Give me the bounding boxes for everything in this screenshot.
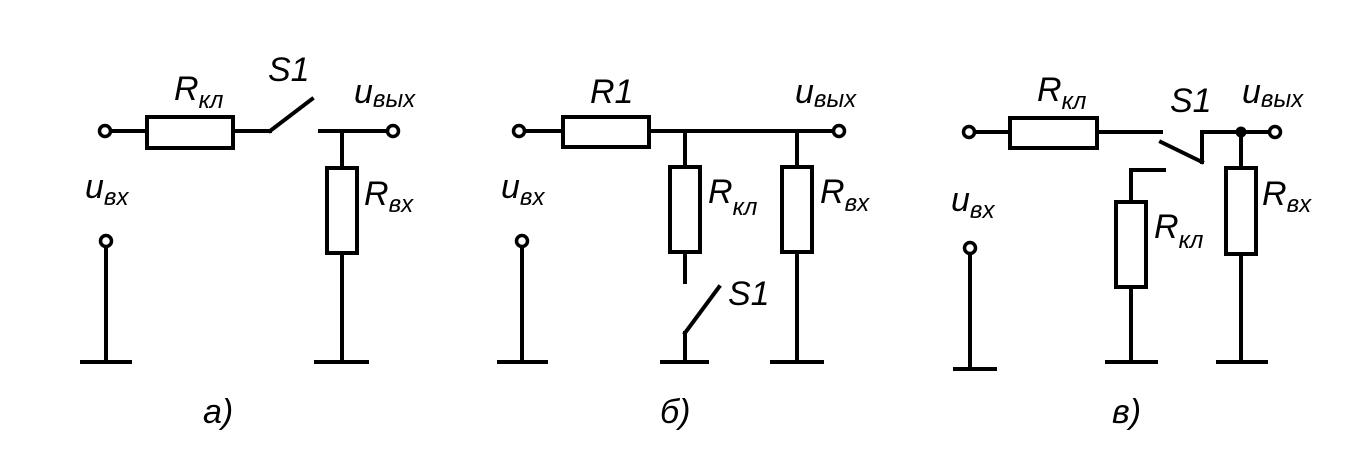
output-terminal [385,123,401,139]
label-u-vh: uвх [85,168,129,211]
input-common-terminal [98,233,114,249]
caption-b: б) [660,393,690,431]
label-u-vyh: uвых [354,73,416,113]
label-u-vyh: uвых [795,73,857,113]
label-r1: R1 [590,73,633,111]
circuit-b: R1 uвых Rкл Rвх S1 uвх б) [497,73,870,431]
output-terminal [1267,124,1283,140]
label-r-kl: Rкл [708,173,758,221]
switch-s1 [267,96,315,134]
resistor-r-vh [325,166,359,255]
label-s1: S1 [1170,82,1212,120]
label-r-vh: Rвх [820,173,870,217]
input-terminal [511,123,527,139]
circuit-a: Rкл S1 uвых Rвх uвх а) [80,51,416,431]
resistor-r-kl-branch [1114,200,1148,289]
circuit-v: Rкл S1 uвых Rкл Rвх uвх в) [951,71,1312,431]
label-u-vh: uвх [951,181,995,224]
label-r-kl: Rкл [1037,71,1087,115]
resistor-r-vh [780,165,814,254]
resistor-r1 [561,115,651,149]
caption-v: в) [1112,393,1141,431]
resistor-r-vh [1224,166,1258,256]
label-u-vyh: uвых [1242,73,1304,113]
label-r-kl-branch: Rкл [1154,208,1204,254]
switch-s1 [682,284,722,336]
label-s1: S1 [728,275,770,313]
switch-s1 [1158,139,1205,165]
resistor-r-kl [145,115,235,150]
caption-a: а) [203,393,233,431]
label-s1: S1 [268,51,310,89]
resistor-r-kl [668,165,702,254]
input-terminal [961,124,977,140]
label-r-vh: Rвх [364,175,414,218]
resistor-r-kl [1008,116,1099,150]
label-r-vh: Rвх [1262,175,1312,218]
output-terminal [831,123,847,139]
input-common-terminal [962,240,978,256]
label-u-vh: uвх [501,168,545,211]
input-common-terminal [514,233,530,249]
input-terminal [97,123,113,139]
label-r-kl: Rкл [174,70,224,114]
